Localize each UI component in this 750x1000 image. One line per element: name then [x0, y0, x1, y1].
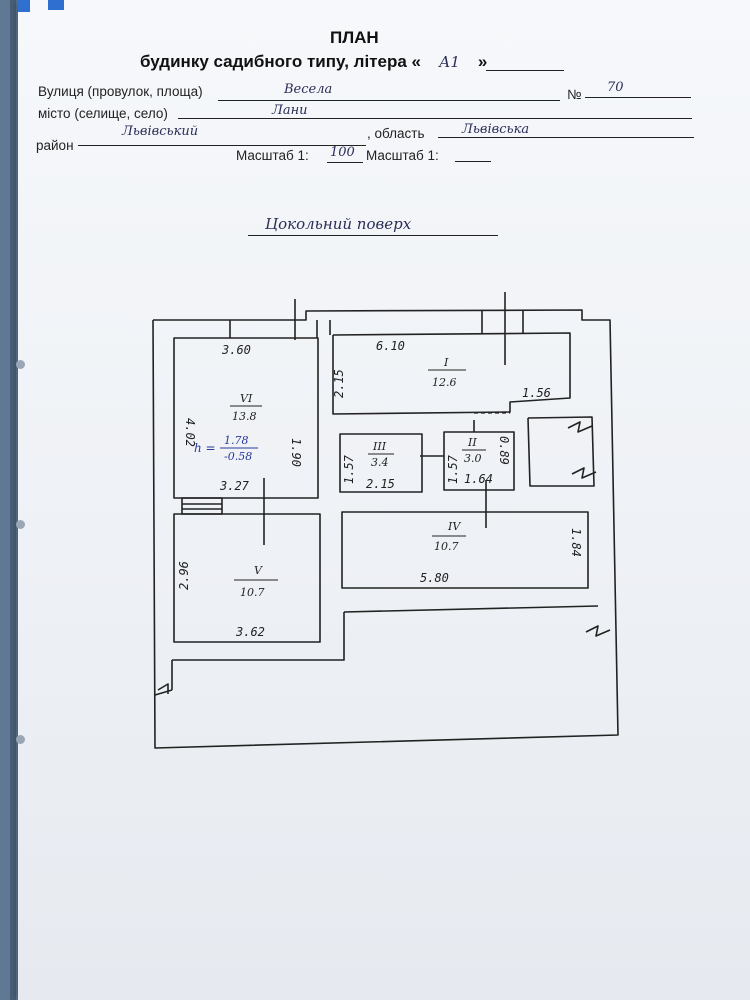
- room-vi-outline: [173, 337, 319, 499]
- binder-edge: [10, 0, 16, 1000]
- break-mark: [157, 683, 169, 694]
- outer-wall: [152, 309, 619, 749]
- punch-hole: [16, 520, 25, 529]
- region-underline: [438, 137, 694, 138]
- scale-underline-2: [455, 161, 491, 162]
- room-area: 13.8: [232, 410, 257, 423]
- dim-label: 1.90: [289, 438, 303, 467]
- height-label: h =: [194, 441, 216, 455]
- height-top: 1.78: [224, 434, 249, 447]
- dim-label: 3.62: [235, 625, 265, 639]
- wall-line: [154, 689, 173, 696]
- dim-label: 6.10: [376, 339, 405, 353]
- street-value: Весела: [284, 82, 333, 97]
- room-number: I: [443, 356, 449, 369]
- district-value: Львівський: [122, 124, 199, 139]
- dim-label: 3.27: [219, 479, 250, 493]
- scale-value-1: 100: [330, 145, 355, 160]
- dim-label: 5.80: [420, 571, 449, 585]
- dim-label: 1.57: [446, 454, 460, 484]
- corridor-edge: [172, 612, 345, 661]
- dim-label: 2.96: [177, 561, 191, 590]
- region-label: , область: [367, 126, 425, 141]
- city-label: місто (селище, село): [38, 106, 168, 121]
- street-underline: [218, 100, 560, 101]
- page-subtitle: будинку садибного типу, літера « А1 »: [140, 52, 487, 72]
- room-area: 3.4: [371, 456, 389, 469]
- dim-label: 2.15: [366, 477, 395, 491]
- number-underline: [585, 97, 691, 98]
- room-number: V: [254, 564, 263, 577]
- room-number: VI: [240, 392, 253, 405]
- room-iii-outline: [339, 433, 423, 493]
- room-area: 3.0: [464, 452, 482, 465]
- blue-corner-tab: [18, 0, 30, 12]
- corridor-outline: [343, 605, 599, 613]
- number-value: 70: [607, 80, 624, 95]
- dim-label: 0.89: [497, 436, 511, 465]
- scale-label-1: Масштаб 1:: [236, 148, 309, 163]
- room-area: 10.7: [434, 540, 459, 553]
- street-label: Вулиця (провулок, площа): [38, 84, 203, 99]
- dim-label: 1.56: [522, 386, 551, 400]
- room-ii-outline: [443, 431, 515, 491]
- city-value: Лани: [272, 103, 308, 118]
- room-number: II: [467, 436, 477, 449]
- district-underline: [78, 145, 366, 146]
- floor-title: Цокольний поверх: [265, 215, 412, 233]
- break-mark: [567, 421, 593, 433]
- letter-underline: [486, 70, 564, 71]
- small-room-outline: [527, 416, 595, 487]
- room-number: IV: [447, 520, 461, 533]
- page-title: ПЛАН: [330, 28, 379, 47]
- subtitle-prefix: будинку садибного типу, літера «: [140, 52, 421, 71]
- region-value: Львівська: [462, 122, 530, 137]
- break-mark: [571, 467, 597, 479]
- blue-top-tab: [48, 0, 64, 10]
- dim-label: 1.57: [342, 454, 356, 484]
- city-underline: [178, 118, 692, 119]
- document-sheet: [16, 0, 750, 1000]
- dim-label: 2.15: [332, 369, 346, 398]
- room-iv-outline: [341, 511, 589, 589]
- subtitle-suffix: »: [477, 52, 488, 71]
- dim-label: 1.64: [464, 472, 493, 486]
- window-hatch: [181, 497, 223, 515]
- punch-hole: [16, 360, 25, 369]
- floor-title-underline: [248, 235, 498, 236]
- district-label: район: [36, 138, 74, 153]
- break-mark: [585, 625, 611, 637]
- height-bottom: -0.58: [224, 450, 252, 463]
- dim-label: 1.84: [569, 528, 583, 557]
- room-v-outline: [173, 513, 321, 643]
- punch-hole: [16, 735, 25, 744]
- letter-value: А1: [438, 53, 460, 71]
- room-area: 10.7: [240, 586, 265, 599]
- number-label: №: [567, 87, 582, 102]
- scale-label-2: Масштаб 1:: [366, 148, 439, 163]
- room-area: 12.6: [432, 376, 457, 389]
- dim-label: 4.02: [183, 418, 197, 447]
- room-number: III: [372, 440, 387, 453]
- dim-label: 3.60: [221, 343, 251, 357]
- scale-underline-1: [327, 162, 363, 163]
- room-i-outline: [332, 332, 571, 415]
